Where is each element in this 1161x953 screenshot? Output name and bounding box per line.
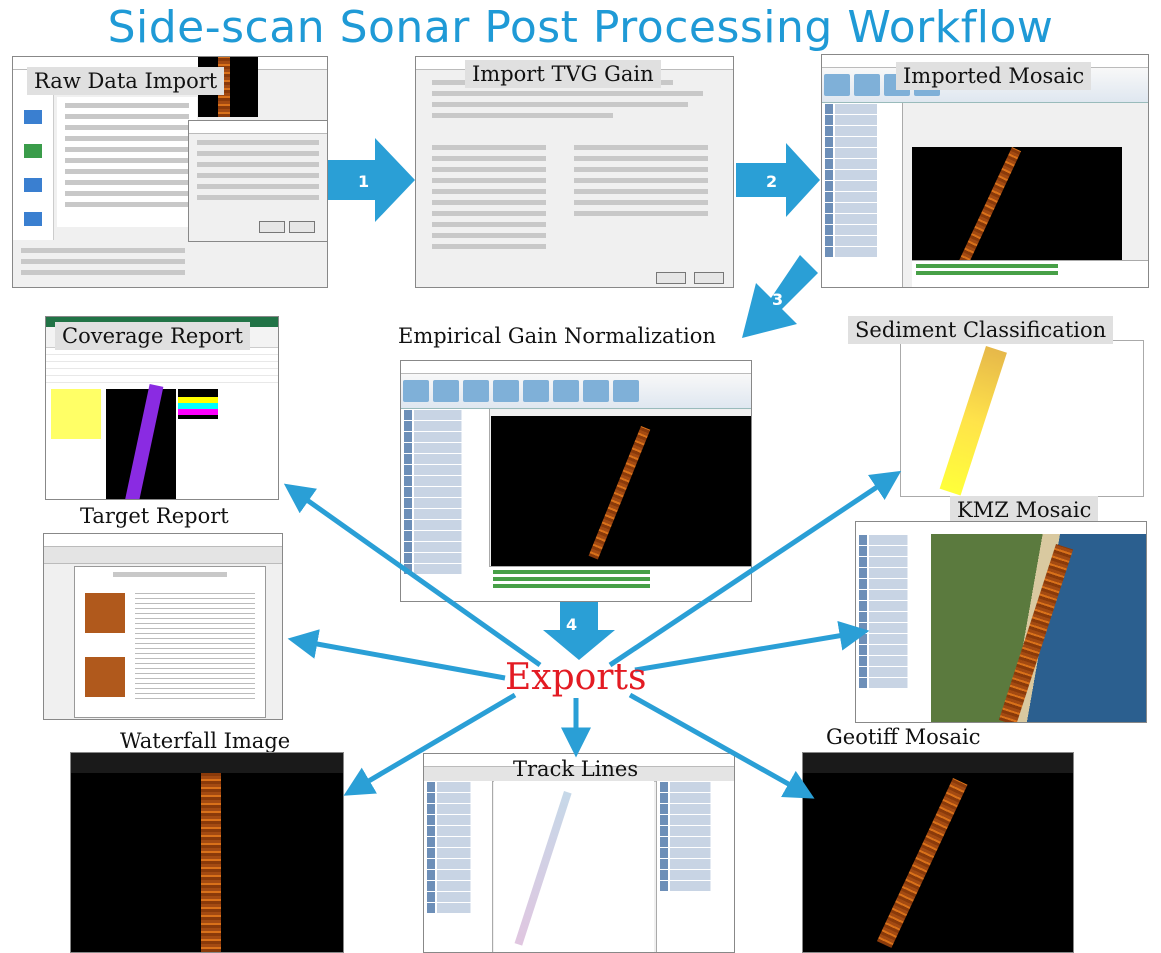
- coverage-report-label: Coverage Report: [55, 322, 250, 350]
- page-title: Side-scan Sonar Post Processing Workflow: [107, 2, 1054, 53]
- arrow-down-icon: [543, 602, 615, 660]
- arrow-down-left-icon: [742, 255, 818, 338]
- empirical-gain-screenshot: [400, 360, 752, 602]
- track-lines-screenshot: [423, 753, 735, 953]
- geotiff-mosaic-label: Geotiff Mosaic: [826, 725, 981, 749]
- target-report-label: Target Report: [80, 504, 229, 528]
- waterfall-image-label: Waterfall Image: [120, 729, 291, 753]
- import-tvg-gain-screenshot: [415, 56, 734, 288]
- step-number: 2: [766, 172, 778, 191]
- waterfall-image-screenshot: [70, 752, 344, 953]
- kmz-mosaic-label: KMZ Mosaic: [950, 496, 1099, 524]
- arrow-right-icon: [328, 138, 415, 222]
- target-report-screenshot: [43, 533, 283, 720]
- imported-mosaic-label: Imported Mosaic: [896, 62, 1092, 90]
- arrow-right-icon: [736, 143, 820, 217]
- step-number: 4: [566, 615, 578, 634]
- track-lines-label: Track Lines: [513, 757, 639, 781]
- exports-label: Exports: [505, 657, 647, 698]
- import-tvg-gain-label: Import TVG Gain: [465, 60, 661, 88]
- kmz-mosaic-screenshot: [855, 521, 1147, 723]
- step-number: 1: [358, 172, 370, 191]
- sediment-classification-label: Sediment Classification: [848, 316, 1114, 344]
- geotiff-mosaic-screenshot: [802, 752, 1074, 953]
- step-number: 3: [772, 290, 784, 309]
- raw-data-import-label: Raw Data Import: [27, 67, 225, 95]
- empirical-gain-normalization-label: Empirical Gain Normalization: [398, 324, 716, 348]
- sediment-classification-screenshot: [900, 340, 1144, 497]
